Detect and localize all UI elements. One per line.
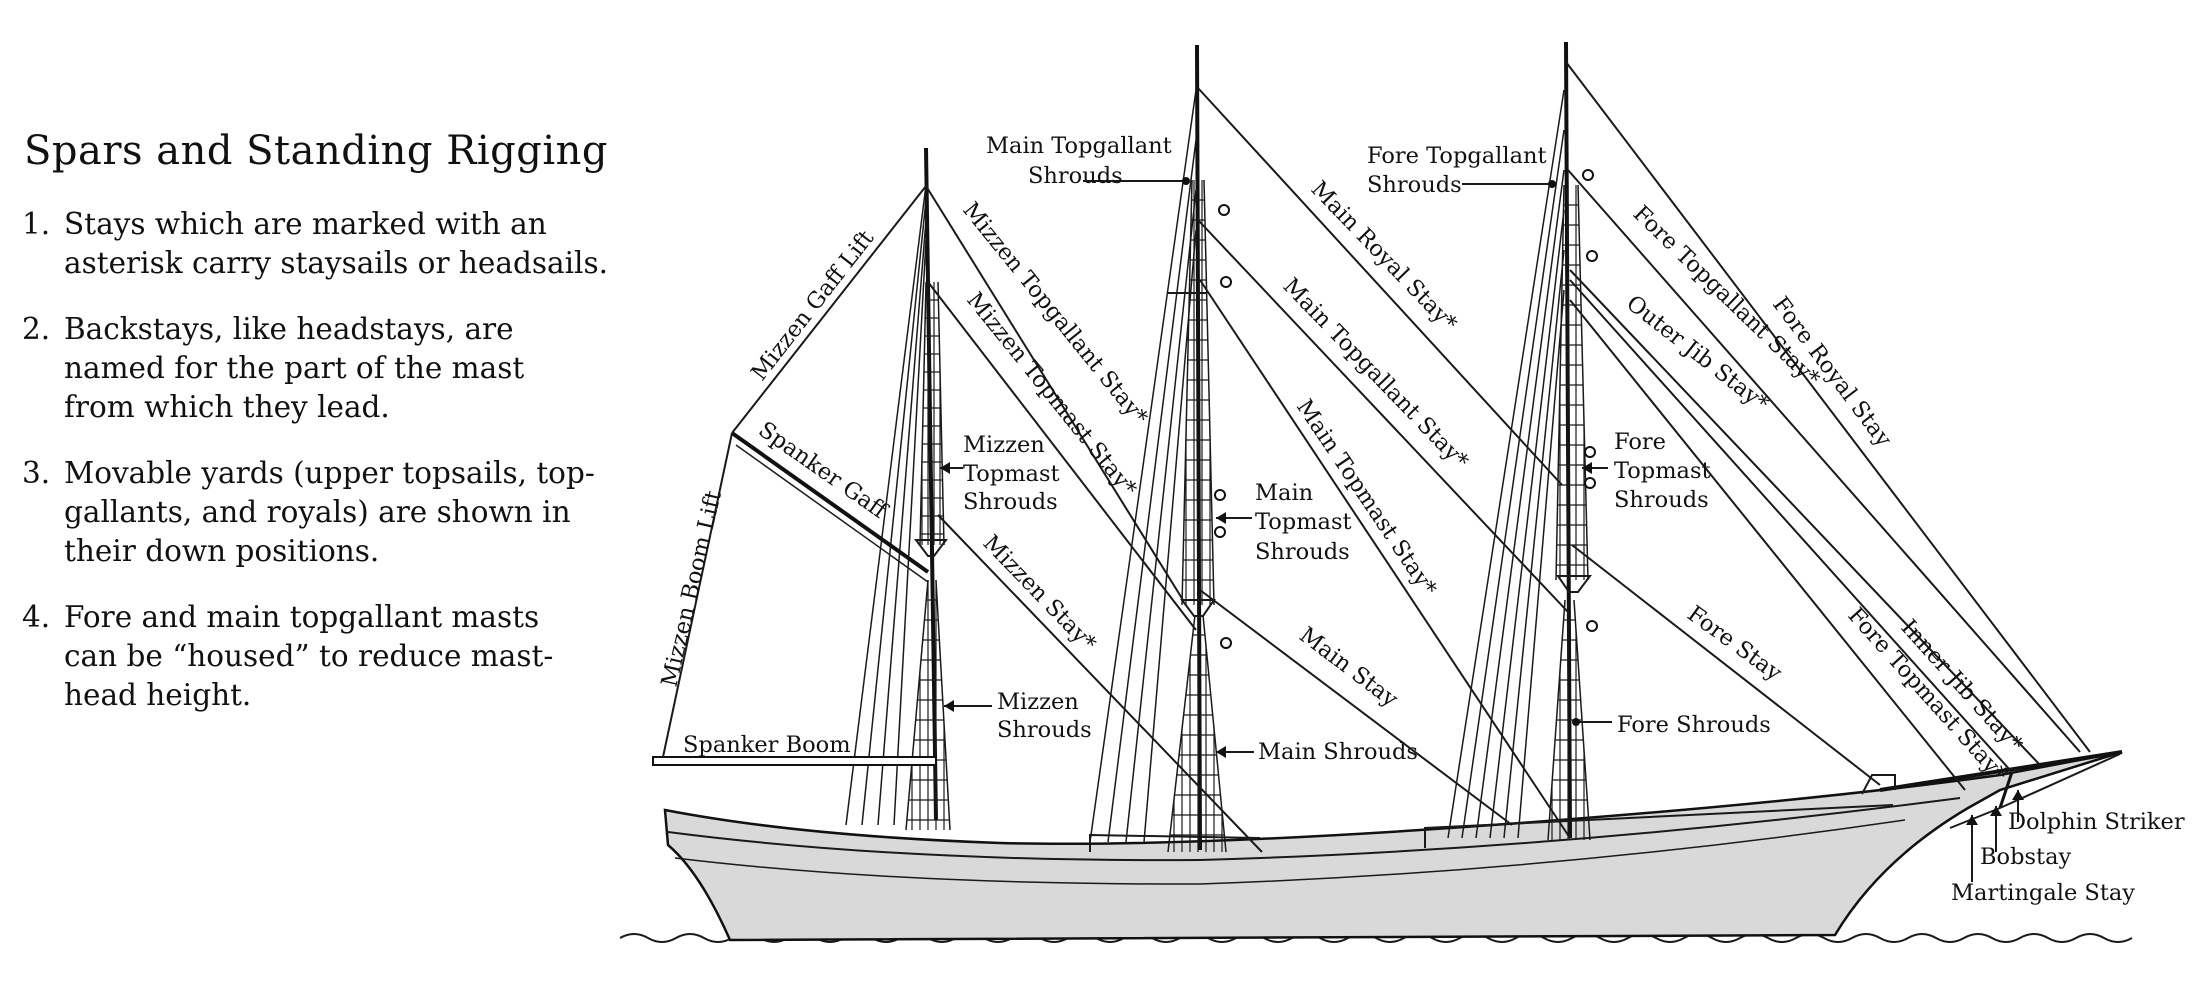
fore-backstays xyxy=(1447,89,1565,839)
inner-jib-stay xyxy=(1569,279,2011,771)
mizzen-topmast-stay xyxy=(927,281,1197,631)
label-main-topgallant-shrouds: Main Topgallant Shrouds xyxy=(986,133,1172,189)
fore-top xyxy=(1556,575,1592,593)
label-line: Shrouds xyxy=(963,489,1058,515)
note-line: from which they lead. xyxy=(64,390,390,424)
label-fore-topgallant-shrouds: Fore Topgallant Shrouds xyxy=(1367,143,1547,198)
note-number: 1. xyxy=(22,207,51,241)
fore-topmast-stay xyxy=(1569,299,1966,791)
label-line: Main xyxy=(1255,480,1313,506)
label-line: Topmast xyxy=(963,461,1060,487)
label-line: Fore xyxy=(1614,429,1666,455)
mizzen-lower-ratlines xyxy=(906,580,950,830)
label-line: Main Topgallant xyxy=(986,133,1172,159)
label-mizzen-boom-lift: Mizzen Boom Lift xyxy=(657,488,727,689)
mizzen-mast xyxy=(924,147,938,821)
fore-topmast-shrouds xyxy=(1555,184,1589,581)
dolphin-striker xyxy=(1998,771,2014,809)
fore-topgallant-stay xyxy=(1567,169,2081,753)
label-line: Topmast xyxy=(1614,458,1711,484)
mizzen-top xyxy=(914,539,948,557)
spanker-gaff-inner xyxy=(735,444,929,583)
note-number: 3. xyxy=(22,456,51,490)
label-mizzen-stay: Mizzen Stay* xyxy=(978,530,1101,656)
label-line: Topmast xyxy=(1255,509,1352,535)
note-number: 4. xyxy=(22,600,51,634)
note-line: head height. xyxy=(64,678,252,712)
label-mizzen-gaff-lift: Mizzen Gaff Lift xyxy=(746,226,879,386)
hull-bulwark-main xyxy=(1089,833,1261,852)
fore-shrouds xyxy=(1547,599,1591,841)
label-spanker-boom: Spanker Boom xyxy=(683,732,851,758)
bowsprit xyxy=(1879,750,2123,792)
label-line: Mizzen xyxy=(997,689,1079,715)
mizzen-topmast-shrouds xyxy=(919,281,945,546)
label-main-shrouds: Main Shrouds xyxy=(1258,739,1418,765)
label-line: Shrouds xyxy=(1614,487,1709,513)
label-martingale-stay: Martingale Stay xyxy=(1951,880,2135,906)
note-line: Backstays, like headstays, are xyxy=(64,312,514,346)
fore-stay xyxy=(1571,544,1881,786)
mizzen-stay xyxy=(937,514,1263,853)
label-dolphin-striker: Dolphin Striker xyxy=(2008,809,2185,835)
main-topgallant-shrouds xyxy=(1089,89,1197,843)
ship-hull xyxy=(663,750,2123,942)
bow-knighthead xyxy=(1861,774,1896,795)
note-line: their down positions. xyxy=(64,534,380,568)
note-line: Fore and main topgallant masts xyxy=(64,600,540,634)
label-line: Shrouds xyxy=(997,717,1092,743)
main-stay xyxy=(1199,589,1513,826)
note-item: 2. Backstays, like headstays, are named … xyxy=(22,310,612,427)
hull-sheer-line xyxy=(667,797,1961,862)
label-line: Shrouds xyxy=(1367,172,1462,198)
hull-wale-line xyxy=(674,819,1906,885)
note-item: 4. Fore and main topgallant masts can be… xyxy=(22,598,612,715)
label-line: Shrouds xyxy=(1255,539,1350,565)
note-line: named for the part of the mast xyxy=(64,351,525,385)
note-line: Movable yards (upper topsails, top- xyxy=(64,456,595,490)
notes-list: 1. Stays which are marked with an asteri… xyxy=(22,205,612,742)
mizzen-boom-lift xyxy=(662,432,733,758)
page-title: Spars and Standing Rigging xyxy=(24,128,608,174)
label-mizzen-topmast-shrouds: Mizzen Topmast Shrouds xyxy=(963,432,1060,515)
label-fore-shrouds: Fore Shrouds xyxy=(1617,712,1771,738)
note-number: 2. xyxy=(22,312,51,346)
label-line: Mizzen xyxy=(963,432,1045,458)
note-line: Stays which are marked with an xyxy=(64,207,547,241)
spanker-boom xyxy=(652,756,937,766)
note-item: 3. Movable yards (upper topsails, top- g… xyxy=(22,454,612,571)
label-leaders xyxy=(940,177,2024,882)
note-line: asterisk carry staysails or headsails. xyxy=(64,246,608,280)
main-royal-stay xyxy=(1197,87,1563,486)
note-line: can be “housed” to reduce mast- xyxy=(64,639,554,673)
label-line: Fore Topgallant xyxy=(1367,143,1547,169)
hull-bulwark-fore xyxy=(1424,804,1894,848)
mizzen-topgallant-stay xyxy=(925,185,1184,601)
label-mizzen-shrouds: Mizzen Shrouds xyxy=(997,689,1092,743)
mast-rings xyxy=(1214,169,1598,649)
main-topgallant-stay xyxy=(1197,219,1569,613)
mizzen-backstays xyxy=(845,184,927,826)
main-topmast-shrouds xyxy=(1181,179,1215,606)
label-fore-topmast-shrouds: Fore Topmast Shrouds xyxy=(1614,429,1711,513)
main-shrouds xyxy=(1167,614,1227,853)
main-lower-ratlines xyxy=(1168,615,1226,852)
note-line: gallants, and royals) are shown in xyxy=(64,495,571,529)
label-main-stay: Main Stay xyxy=(1294,622,1402,713)
label-main-topmast-shrouds: Main Topmast Shrouds xyxy=(1255,480,1352,565)
note-item: 1. Stays which are marked with an asteri… xyxy=(22,205,612,283)
fore-royal-stay xyxy=(1565,61,2091,753)
label-spanker-gaff: Spanker Gaff xyxy=(754,417,893,525)
main-topmast-stay xyxy=(1199,279,1571,839)
outer-jib-stay xyxy=(1569,269,2041,766)
bobstay xyxy=(1949,807,2001,829)
spanker-gaff xyxy=(730,431,930,574)
main-topmast-ratlines xyxy=(1182,180,1214,605)
mizzen-shrouds xyxy=(905,579,951,831)
main-mast xyxy=(1195,44,1202,851)
label-bobstay: Bobstay xyxy=(1980,844,2071,870)
label-line: Shrouds xyxy=(1028,163,1123,189)
mizzen-gaff-lift xyxy=(731,185,927,434)
